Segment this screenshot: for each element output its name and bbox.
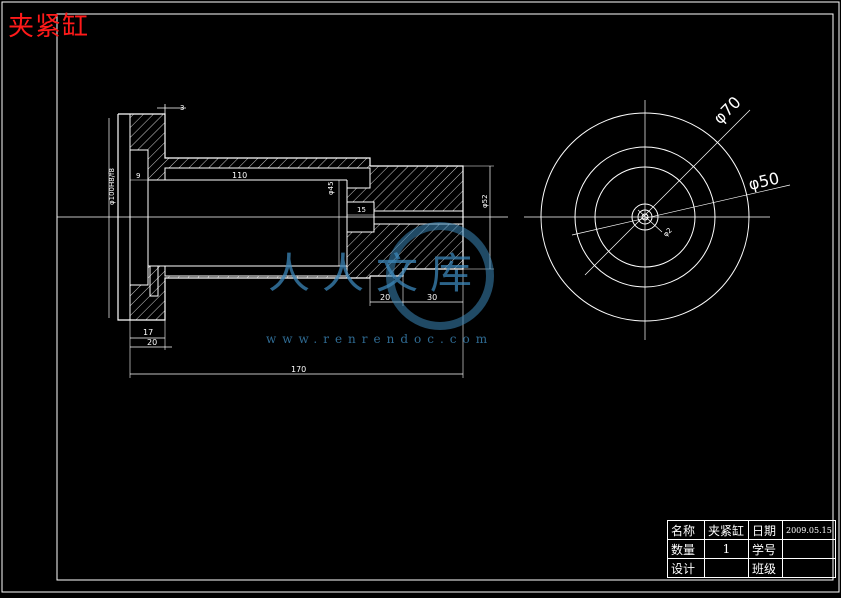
tb-stuno-label: 学号	[748, 539, 783, 559]
tb-date-label: 日期	[748, 520, 783, 540]
dim-3: 3	[180, 104, 184, 112]
dim-110: 110	[232, 171, 247, 180]
tb-name-label: 名称	[667, 520, 705, 540]
watermark-url: www.renrendoc.com	[266, 332, 494, 346]
tb-design-label: 设计	[667, 558, 705, 578]
inner-frame	[56, 13, 834, 581]
dim-170: 170	[291, 365, 306, 374]
dim-17: 17	[143, 328, 153, 337]
watermark-ring	[386, 222, 494, 330]
dim-30: 30	[427, 293, 437, 302]
dim-phi2: φ2	[662, 226, 674, 238]
dim-left-phi: φ100H8/f8	[108, 168, 116, 205]
tb-stuno-value	[782, 539, 836, 559]
dim-flange: 20	[147, 338, 157, 347]
dim-15: 15	[357, 206, 366, 214]
section-view: 3 9 110 φ45 15 φ52 φ100H8/f8 20 30 17 20…	[108, 104, 494, 378]
page-title: 夹紧缸	[8, 12, 90, 42]
dim-phi70: φ70	[709, 93, 744, 128]
hatch-upper	[129, 113, 464, 212]
tb-qty-value: 1	[704, 539, 749, 559]
tb-class-value	[782, 558, 836, 578]
side-view: φ70 φ50 φ2	[540, 93, 791, 322]
dim-phi50: φ50	[747, 168, 781, 193]
dim-phi45: φ45	[327, 181, 335, 195]
tb-name-value: 夹紧缸	[704, 520, 749, 540]
dim-20: 20	[380, 293, 390, 302]
tb-qty-label: 数量	[667, 539, 705, 559]
watermark-text: 人人文库	[268, 249, 485, 298]
dim-phi52: φ52	[481, 194, 489, 208]
tb-class-label: 班级	[748, 558, 783, 578]
tb-date-value: 2009.05.15	[782, 520, 836, 540]
title-block: 名称 夹紧缸 日期 2009.05.15 数量 1 学号 设计 班级	[667, 520, 836, 578]
tb-design-value	[704, 558, 749, 578]
dim-9: 9	[136, 172, 140, 180]
